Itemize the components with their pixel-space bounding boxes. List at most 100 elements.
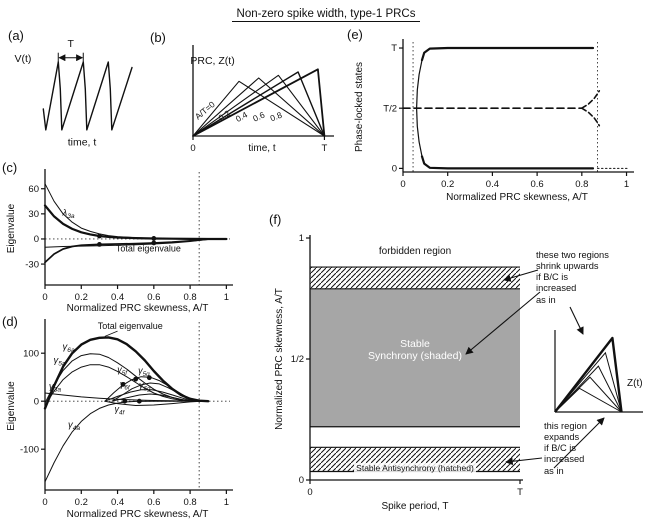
- x-tick-label: 0: [307, 487, 312, 498]
- x-tick-label: 1: [224, 497, 229, 508]
- annotation-arrow: [503, 269, 539, 282]
- y-tick-label: 100: [23, 348, 39, 359]
- x-tick-label: 0.8: [183, 292, 196, 303]
- gamma-4f-curve: [104, 400, 202, 406]
- annotation-label: Total eigenvalue: [116, 244, 181, 254]
- annotation-arrow: [553, 417, 605, 469]
- x-tick-label: 0.6: [147, 497, 160, 508]
- y-tick-label: T/2: [383, 103, 397, 114]
- annotation-label: γ5a: [53, 355, 65, 368]
- data-dot: [151, 236, 157, 241]
- x-tick-label: 0.2: [75, 497, 88, 508]
- data-dot: [120, 382, 126, 387]
- x-tick-label: 0.6: [147, 292, 160, 303]
- data-dot: [97, 233, 102, 239]
- annotation-label: γ4f: [114, 404, 125, 417]
- panel-d-letter: (d): [2, 314, 18, 329]
- shrink-annotation-text: these two regions shrink upwards if B/C …: [536, 250, 609, 305]
- y-tick-label: 0: [34, 234, 39, 245]
- x-tick-label: 0.4: [486, 179, 499, 190]
- annotation-label: γ4a: [68, 420, 80, 433]
- gamma-6g-curve: [111, 393, 202, 402]
- annotation-label: V(t): [15, 53, 32, 65]
- inset-thin-prc-curve: [554, 376, 622, 413]
- pitchfork-lower-branch: [581, 107, 601, 127]
- data-dot: [133, 376, 139, 382]
- x-tick-label: 1: [624, 179, 629, 190]
- x-axis-title: time, t: [248, 143, 275, 154]
- annotation-label: Total eigenvalue: [98, 321, 163, 331]
- x-tick-label: 0.8: [575, 179, 588, 190]
- x-tick-label: T: [517, 487, 523, 498]
- annotation-label: γ6f: [120, 379, 131, 392]
- y-tick-label: 0: [34, 396, 39, 407]
- gamma-6f-curve: [104, 389, 202, 402]
- annotation-label: PRC, Z(t): [190, 55, 234, 67]
- prc-triangle-3: [192, 74, 325, 137]
- annotation-label: 0.6: [251, 109, 266, 123]
- annotation-label: γ6a: [63, 341, 75, 354]
- x-tick-label: 1: [224, 292, 229, 303]
- y-tick-label: 1: [299, 233, 304, 244]
- y-tick-label: 0: [392, 164, 397, 175]
- figure-title: Non-zero spike width, type-1 PRCs: [231, 8, 421, 22]
- x-tick-label: 0: [400, 179, 405, 190]
- y-axis-title: Phase-locked states: [354, 62, 365, 152]
- y-axis-title: Eigenvalue: [6, 381, 17, 431]
- prc-triangle-5: [192, 68, 326, 137]
- inset-thick-prc-curve: [554, 336, 623, 413]
- voltage-trace: [42, 61, 133, 131]
- y-tick-label: 60: [28, 184, 39, 195]
- forbidden-region-label: forbidden region: [378, 246, 452, 257]
- x-tick-label: 0.6: [531, 179, 544, 190]
- annotation-label: 0.8: [269, 110, 284, 124]
- y-tick-label: T: [391, 43, 397, 54]
- pitchfork-upper-branch: [581, 90, 601, 109]
- y-tick-label: -100: [20, 444, 39, 455]
- panel-b-letter: (b): [150, 30, 166, 45]
- period-label: T: [68, 38, 75, 50]
- annotation-label: λ3a: [62, 208, 75, 221]
- y-tick-label: 0: [299, 475, 304, 486]
- lambda-flat-curve: [44, 238, 227, 248]
- inset-thin-prc-curve: [554, 351, 622, 413]
- gamma-5a-curve: [44, 364, 209, 406]
- hatched-band: [310, 267, 520, 289]
- panel-a-chart: V(t) time, t T: [15, 38, 133, 149]
- data-dot: [146, 375, 152, 381]
- leader-line: [104, 330, 118, 337]
- synchrony-band: [310, 288, 520, 427]
- x-axis-title: Normalized PRC skewness, A/T: [67, 303, 209, 314]
- stable-antisynchrony-label: Stable Antisynchrony (hatched): [354, 463, 476, 473]
- x-tick-label: T: [322, 143, 328, 154]
- prc-triangle-4: [192, 71, 326, 137]
- annotation-arrow: [569, 306, 584, 335]
- x-tick-label: 0.2: [441, 179, 454, 190]
- y-axis-title: Eigenvalue: [6, 203, 17, 253]
- panel-c-letter: (c): [2, 160, 18, 175]
- synchrony-bottom-branch: [420, 155, 595, 170]
- lambda-upper-curve: [44, 183, 227, 240]
- x-tick-label: 0.2: [75, 292, 88, 303]
- y-axis-title: Normalized PRC skewness, A/T: [274, 288, 285, 430]
- prc-triangle-2: [192, 77, 325, 137]
- x-axis-title: Normalized PRC skewness, A/T: [446, 192, 588, 203]
- x-tick-label: 0: [190, 143, 195, 154]
- expand-annotation-text: this region expands if B/C is increased …: [544, 421, 587, 476]
- gamma-4a-curve: [44, 400, 200, 483]
- inset-thin-prc-curve: [554, 365, 622, 413]
- data-dot: [151, 240, 157, 246]
- panel-f-letter: (f): [269, 212, 282, 227]
- x-tick-label: 0.8: [183, 497, 196, 508]
- annotation-label: time, t: [68, 137, 97, 149]
- inset-z-label: Z(t): [627, 378, 643, 389]
- data-dot: [97, 242, 102, 247]
- prc-triangle-1: [192, 80, 325, 137]
- annotation-label: 0.4: [234, 109, 249, 124]
- y-tick-label: 30: [28, 209, 39, 220]
